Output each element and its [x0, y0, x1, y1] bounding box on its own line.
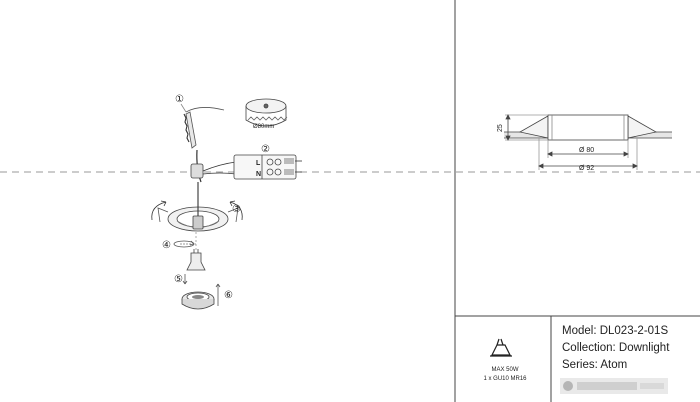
sheet-frame: [454, 0, 700, 402]
terminal-label-l: L: [256, 160, 261, 167]
step-5-gu10-lamp: [182, 232, 206, 285]
gu10-bulb-icon: [490, 338, 512, 357]
step-3-fixture-ring: [151, 182, 243, 232]
hole-saw: [245, 98, 288, 127]
step-4-marker: ④: [162, 240, 171, 251]
step-6-trim-ring: [181, 283, 221, 310]
step-4-rotation: [173, 240, 196, 248]
collection-label: Collection: Downlight: [562, 342, 670, 354]
step-6-marker: ⑥: [224, 290, 233, 301]
step-3-marker: ③: [232, 204, 241, 215]
brand-logo: [560, 378, 668, 394]
assembly-diagram: [151, 98, 302, 310]
height-dimension-label: 25: [497, 124, 504, 132]
step-5-marker: ⑤: [174, 274, 183, 285]
side-view-labels: 25 Ø 80 Ø 92: [497, 124, 594, 172]
step-1-ceiling-cut: [180, 103, 225, 149]
max-power-label: MAX 50W: [491, 367, 519, 373]
cutout-diameter-label: Ø80mm: [253, 124, 274, 130]
terminal-label-n: N: [256, 171, 261, 178]
series-label: Series: Atom: [562, 359, 628, 371]
inner-diameter-label: Ø 80: [579, 147, 594, 154]
step-1-marker: ①: [175, 94, 184, 105]
side-view-drawing: [504, 114, 672, 170]
assembly-labels: ① ② ③ ④ ⑤ ⑥ Ø80mm L N: [162, 94, 274, 301]
model-label: Model: DL023-2-01S: [562, 325, 669, 337]
lamp-type-label: 1 x GU10 MR16: [483, 376, 527, 382]
step-2-marker: ②: [261, 144, 270, 155]
outer-diameter-label: Ø 92: [579, 165, 594, 172]
step-2-wiring: [190, 149, 302, 183]
